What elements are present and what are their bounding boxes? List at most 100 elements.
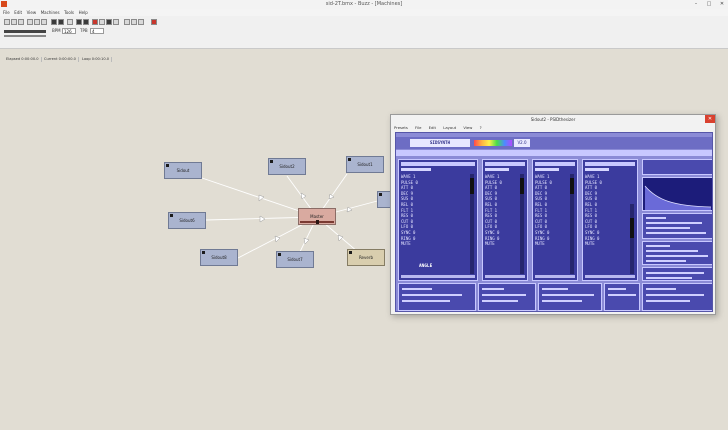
sequence-icon[interactable] [58,19,64,25]
voice-scrollbar[interactable] [470,174,474,274]
maximize-button[interactable]: □ [706,1,712,7]
param-row[interactable]: SYNC 0 [485,229,500,235]
voice-column-4[interactable]: WAVE 1 PULSE 0 ATT 0 DEC 9 SUS 0 REL 0 F… [582,159,638,281]
param-row[interactable]: FLT 1 [485,207,498,213]
bottom-panel-2[interactable] [478,283,536,311]
machine-sidout6[interactable]: Sidout6 [168,212,206,229]
bottom-panel-1[interactable] [398,283,476,311]
param-row[interactable]: CUT 0 [535,218,548,224]
param-row[interactable]: REL 0 [485,201,498,207]
wire-arrow[interactable] [300,192,307,200]
open-icon[interactable] [11,19,17,25]
wire-arrow[interactable] [328,193,335,200]
param-row[interactable]: SUS 0 [535,196,548,202]
param-row[interactable]: REL 0 [585,201,598,207]
cut-icon[interactable] [27,19,33,25]
wire-arrow[interactable] [337,234,344,242]
param-row[interactable]: FLT 1 [401,207,414,213]
param-row[interactable]: WAVE 1 [585,174,600,179]
param-row[interactable]: FLT 1 [535,207,548,213]
scroll-thumb[interactable] [570,178,574,194]
param-row[interactable]: REL 0 [535,201,548,207]
plugin-menu-view[interactable]: View [463,125,473,130]
param-row[interactable]: SYNC 0 [401,229,416,235]
param-row[interactable]: SUS 0 [401,196,414,202]
filter-controls[interactable] [642,213,712,239]
new-icon[interactable] [4,19,10,25]
param-row[interactable]: MUTE [535,241,545,247]
voice-scrollbar[interactable] [570,174,574,274]
param-row[interactable]: ATT 0 [401,185,414,191]
param-row[interactable]: CUT 0 [485,218,498,224]
param-row[interactable]: MUTE [585,241,595,247]
param-row[interactable]: LFO 0 [401,224,414,230]
wire-arrow[interactable] [346,206,353,213]
wire-arrow[interactable] [274,235,281,243]
param-row[interactable]: ATT 0 [535,185,548,191]
param-row[interactable]: REL 0 [401,201,414,207]
param-row[interactable]: CUT 0 [401,218,414,224]
mixer-icon[interactable] [131,19,137,25]
machine-view-icon[interactable] [67,19,73,25]
wire-arrow[interactable] [259,215,266,223]
wire-arrow[interactable] [303,237,310,245]
stop-icon[interactable] [106,19,112,25]
param-row[interactable]: RES 0 [485,213,498,219]
voice-scrollbar[interactable] [520,174,524,274]
param-row[interactable]: WAVE 1 [535,174,550,179]
close-button[interactable]: ✕ [719,1,725,7]
voice-scrollbar[interactable] [630,204,634,274]
bottom-panel-5[interactable] [642,283,712,311]
master-volume-slider[interactable] [300,220,334,224]
plugin-menu-help[interactable]: ? [479,125,482,130]
copy-icon[interactable] [34,19,40,25]
param-row[interactable]: DEC 9 [535,190,548,196]
param-row[interactable]: DEC 9 [401,190,414,196]
param-row[interactable]: ATT 0 [585,185,598,191]
voice-column-3[interactable]: WAVE 1 PULSE 0 ATT 0 DEC 9 SUS 0 REL 0 F… [532,159,578,281]
scroll-thumb[interactable] [630,218,634,238]
env-controls[interactable] [642,267,712,281]
param-row[interactable]: LFO 0 [485,224,498,230]
wavetable-icon[interactable] [76,19,82,25]
param-row[interactable]: SUS 0 [485,196,498,202]
menu-help[interactable]: Help [78,10,88,15]
param-row[interactable]: WAVE 1 [401,174,416,179]
panic-icon[interactable] [151,19,157,25]
machine-master[interactable]: Master [298,208,336,225]
plugin-menu-edit[interactable]: Edit [428,125,436,130]
bpm-field[interactable]: 126 [62,28,76,34]
plugin-menu-presets[interactable]: Presets [394,125,408,130]
machine-sidout1[interactable]: Sidout1 [346,156,384,173]
param-row[interactable]: LFO 0 [585,224,598,230]
play-icon[interactable] [99,19,105,25]
paste-icon[interactable] [41,19,47,25]
machine-reverb[interactable]: Reverb [347,249,385,266]
param-row[interactable]: MUTE [485,241,495,247]
bottom-panel-4[interactable] [604,283,640,311]
param-row[interactable]: CUT 0 [585,218,598,224]
param-row[interactable]: RING 0 [485,235,500,241]
param-row[interactable]: WAVE 1 [485,174,500,179]
machine-sidout2[interactable]: Sidout2 [268,158,306,175]
machine-partially-hidden[interactable] [377,191,391,208]
machine-sidout8[interactable]: Sidout8 [200,249,238,266]
plugin-close-button[interactable]: ✕ [705,115,715,123]
midi-icon[interactable] [138,19,144,25]
wire-arrow[interactable] [258,194,265,202]
param-row[interactable]: SUS 0 [585,196,598,202]
voice-column-1[interactable]: WAVE 1 PULSE 0 ATT 0 DEC 9 SUS 0 REL 0 F… [398,159,478,281]
param-row[interactable]: RING 0 [535,235,550,241]
param-row[interactable]: RES 0 [535,213,548,219]
param-row[interactable]: RING 0 [585,235,600,241]
plugin-menu-file[interactable]: File [415,125,422,130]
param-row[interactable]: SYNC 0 [585,229,600,235]
param-row[interactable]: PULSE 0 [585,179,602,185]
param-row[interactable]: FLT 1 [585,207,598,213]
param-row[interactable]: MUTE [401,241,411,247]
menu-machines[interactable]: Machines [40,10,60,15]
param-row[interactable]: SYNC 0 [535,229,550,235]
menu-file[interactable]: File [3,10,10,15]
machine-sidout7[interactable]: Sidout7 [276,251,314,268]
volume-slider[interactable] [4,30,46,33]
